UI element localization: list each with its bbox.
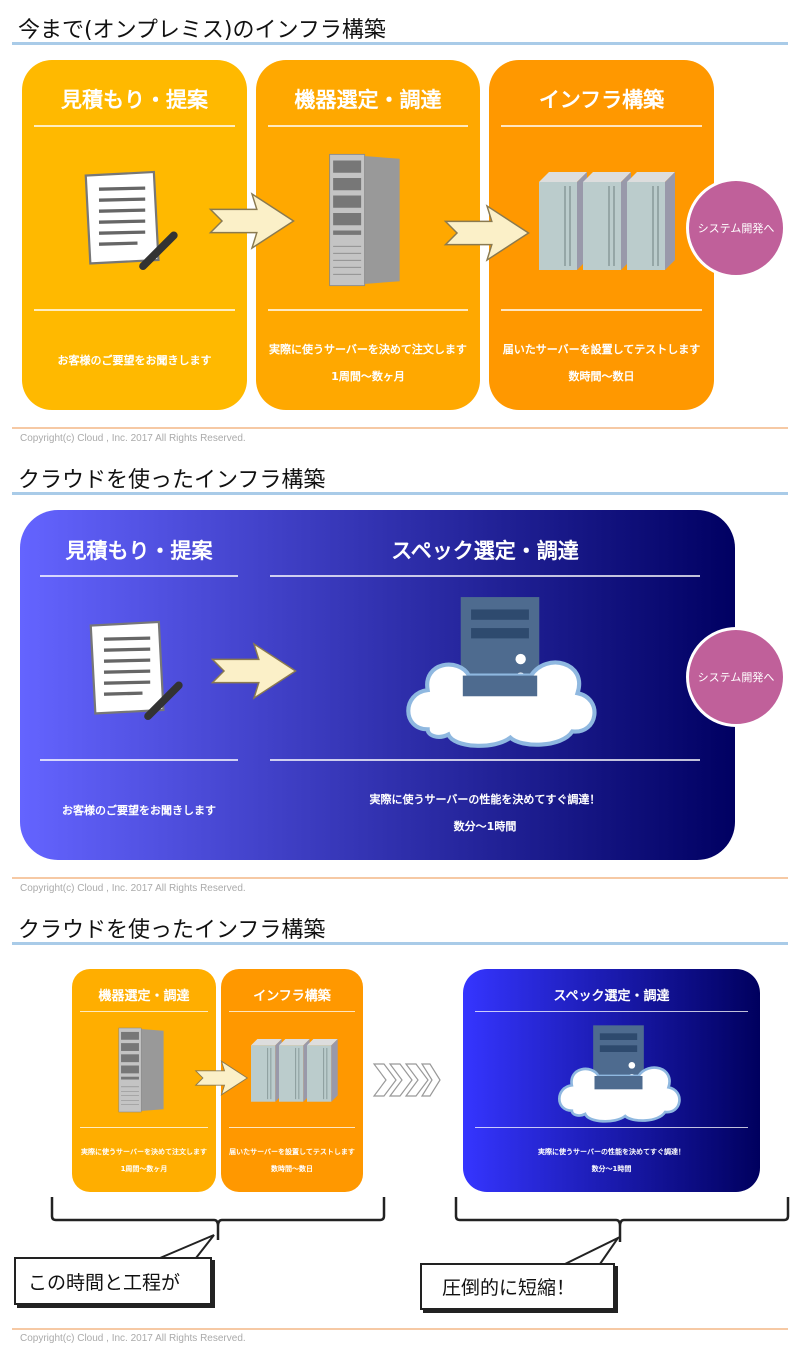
arrow-icon: [208, 192, 296, 250]
card-text: 実際に使うサーバーを決めて注文します: [269, 343, 467, 356]
arrow-icon: [210, 642, 298, 700]
copyright: Copyright(c) Cloud , Inc. 2017 All Right…: [20, 433, 246, 444]
arrow-icon: [194, 1060, 249, 1096]
server-rack-icon: [539, 172, 589, 272]
divider: [475, 1011, 748, 1012]
divider: [12, 877, 788, 879]
section3-title: クラウドを使ったインフラ構築: [18, 918, 326, 943]
document-icon: [82, 615, 192, 725]
card-duration: 数時間〜数日: [271, 1165, 313, 1173]
server-icon: [324, 150, 414, 290]
card-infra: インフラ構築 届いたサーバーを設置してテストします 数時間〜数日: [221, 969, 363, 1192]
card-heading: 機器選定・調達: [294, 88, 442, 112]
divider: [268, 125, 468, 127]
card-heading: インフラ構築: [253, 989, 331, 1004]
card-text: 実際に使うサーバーの性能を決めてすぐ調達！: [538, 1148, 685, 1156]
callout-right: 圧倒的に短縮！: [420, 1263, 615, 1310]
cloud-server-icon: [395, 595, 605, 750]
card-heading: スペック選定・調達: [391, 539, 579, 563]
copyright: Copyright(c) Cloud , Inc. 2017 All Right…: [20, 883, 246, 894]
divider: [12, 427, 788, 429]
card-heading: 機器選定・調達: [98, 989, 190, 1004]
next-system-dev-badge: システム開発へ: [686, 627, 786, 727]
divider: [229, 1127, 355, 1128]
divider: [270, 759, 700, 761]
divider: [501, 125, 702, 127]
cloud-server-icon: [551, 1024, 686, 1124]
card-text: 実際に使うサーバーを決めて注文します: [81, 1148, 207, 1156]
section2-title: クラウドを使ったインフラ構築: [18, 468, 326, 493]
divider: [501, 309, 702, 311]
divider: [12, 42, 788, 45]
card-text: 届いたサーバーを設置してテストします: [229, 1148, 355, 1156]
server-rack-icon: [583, 172, 633, 272]
card-duration: 数時間〜数日: [568, 370, 635, 383]
server-icon: [116, 1025, 172, 1115]
divider: [475, 1127, 748, 1128]
chevrons-icon: [372, 1063, 441, 1097]
server-rack-icon: [307, 1039, 339, 1103]
divider: [12, 942, 788, 945]
card-heading: インフラ構築: [538, 88, 665, 112]
card-duration: 1周間〜数ヶ月: [120, 1165, 168, 1173]
card-duration: 数分〜1時間: [453, 820, 517, 833]
callout-pointers: [159, 1234, 622, 1265]
card-heading: スペック選定・調達: [553, 989, 670, 1004]
divider: [268, 309, 468, 311]
card-text: 実際に使うサーバーの性能を決めてすぐ調達！: [369, 793, 601, 806]
server-rack-icon: [627, 172, 677, 272]
card-cloud-procurement: スペック選定・調達 実際に使うサーバーの性能を決めてすぐ調達！ 数分〜1時間: [463, 969, 760, 1192]
brackets: [50, 1197, 790, 1242]
cloud-flow-card: 見積もり・提案 スペック選定・調達 お客様のご要望をお聞きします 実際に使うサー…: [20, 510, 735, 860]
divider: [12, 492, 788, 495]
divider: [80, 1011, 208, 1012]
copyright: Copyright(c) Cloud , Inc. 2017 All Right…: [20, 1333, 246, 1344]
section1-title: 今まで(オンプレミス)のインフラ構築: [18, 18, 386, 43]
divider: [34, 125, 235, 127]
card-text: お客様のご要望をお聞きします: [57, 354, 212, 367]
divider: [34, 309, 235, 311]
card-procurement: 機器選定・調達 実際に使うサーバーを決めて注文します 1周間〜数ヶ月: [72, 969, 216, 1192]
card-heading: 見積もり・提案: [65, 539, 213, 563]
next-system-dev-badge: システム開発へ: [686, 178, 786, 278]
card-text: お客様のご要望をお聞きします: [62, 804, 216, 817]
divider: [270, 575, 700, 577]
card-text: 届いたサーバーを設置してテストします: [502, 343, 701, 356]
divider: [80, 1127, 208, 1128]
card-duration: 数分〜1時間: [591, 1165, 632, 1173]
divider: [12, 1328, 788, 1330]
divider: [40, 575, 238, 577]
arrow-icon: [443, 204, 531, 262]
card-procurement: 機器選定・調達 実際に使うサーバーを決めて注文します 1周間〜数ヶ月: [256, 60, 480, 410]
callout-left: この時間と工程が: [14, 1257, 212, 1305]
card-heading: 見積もり・提案: [61, 88, 208, 112]
divider: [40, 759, 238, 761]
card-estimate: 見積もり・提案 お客様のご要望をお聞きします: [22, 60, 247, 410]
divider: [229, 1011, 355, 1012]
card-duration: 1周間〜数ヶ月: [331, 370, 405, 383]
document-icon: [77, 165, 187, 275]
